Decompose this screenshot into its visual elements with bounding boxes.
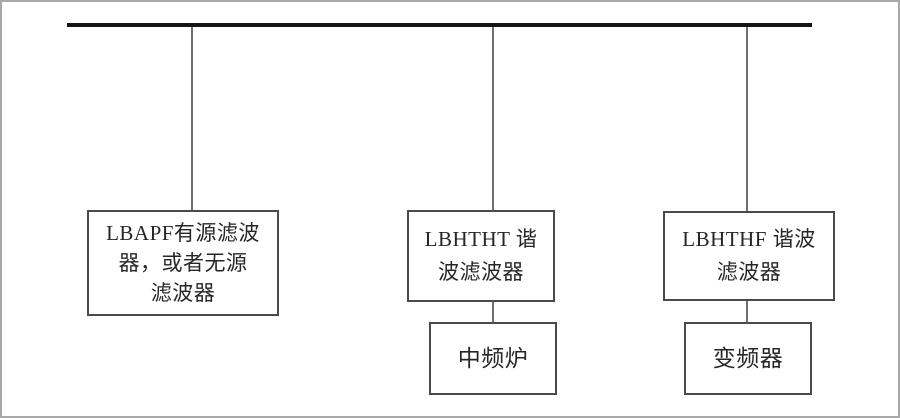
power-bus-line [67,23,812,27]
filter-left-label-line1: LBAPF有源滤波 [106,221,260,245]
filter-mid-label-line2: 波滤波器 [438,260,524,284]
filter-right-label-line1: LBHTHF 谐波 [682,227,816,251]
filter-mid-box: LBHTHT 谐 波滤波器 [407,210,555,302]
inverter-box: 变频器 [684,322,812,395]
furnace-label: 中频炉 [457,345,529,371]
connector-bus-to-filter-mid [492,27,494,210]
connector-bus-to-filter-left [191,27,193,210]
filter-right-box: LBHTHF 谐波 滤波器 [663,211,835,301]
furnace-box: 中频炉 [429,322,557,395]
filter-left-label-line2: 器，或者无源 [118,251,248,275]
inverter-label: 变频器 [712,345,784,371]
filter-left-box: LBAPF有源滤波 器，或者无源 滤波器 [87,210,279,316]
connector-bus-to-filter-right [746,27,748,211]
filter-left-label-line3: 滤波器 [150,281,216,305]
filter-mid-label-line1: LBHTHT 谐 [424,227,538,251]
filter-right-label-line2: 滤波器 [716,260,782,284]
connector-filter-mid-to-furnace [492,302,494,322]
connector-filter-right-to-inverter [746,301,748,322]
